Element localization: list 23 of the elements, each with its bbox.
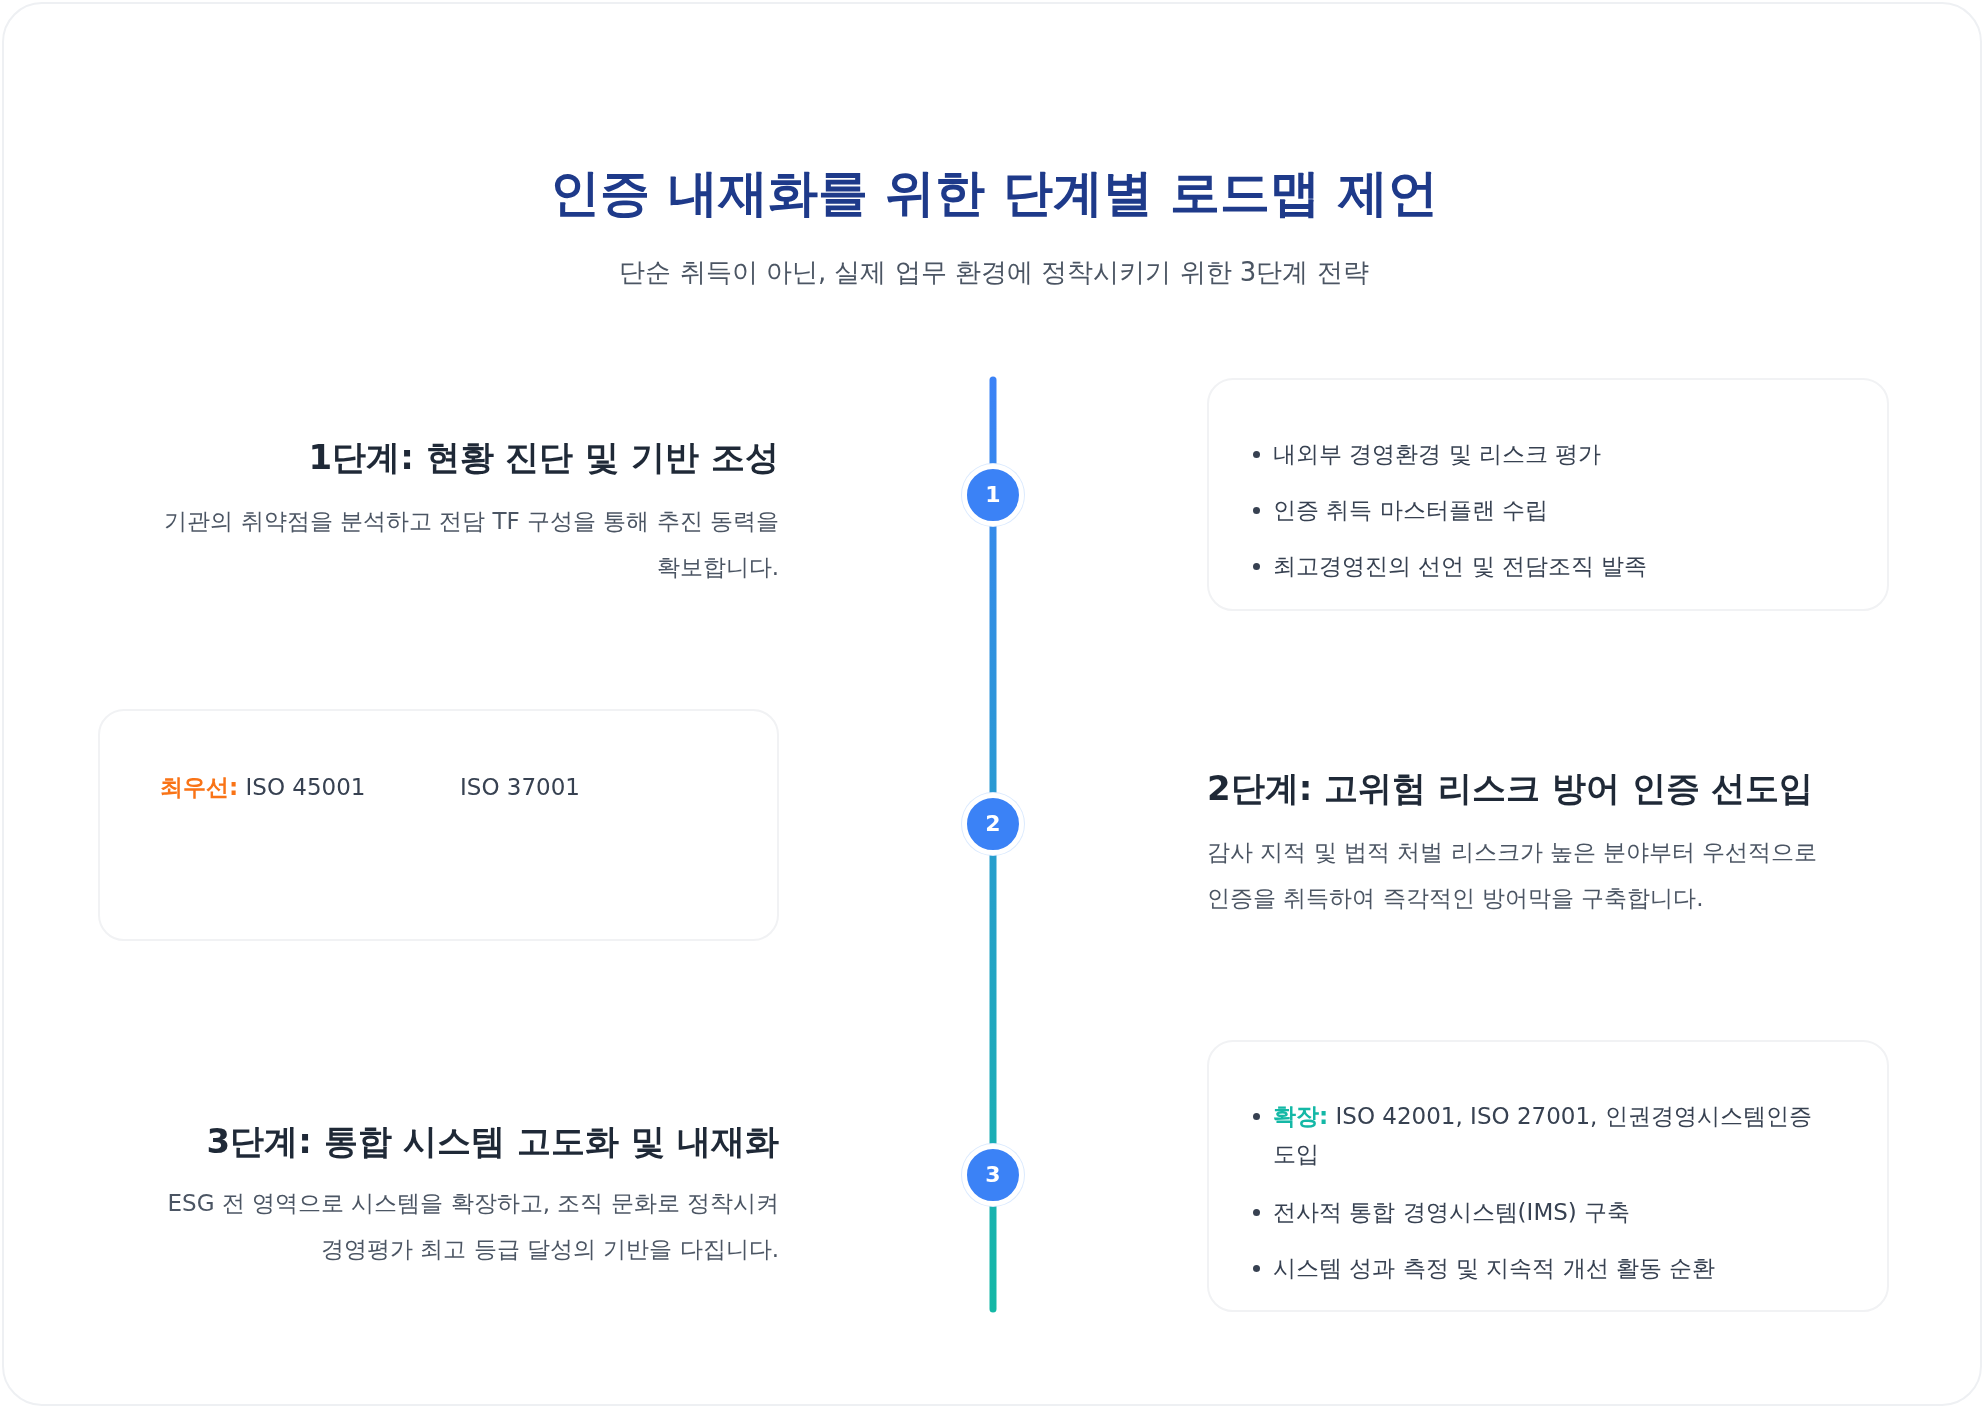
bullet-item: 인증 취득 마스터플랜 수립 — [1273, 496, 1549, 525]
bullet-item: 시스템 성과 측정 및 지속적 개선 활동 순환 — [1273, 1254, 1717, 1283]
stage-description: 감사 지적 및 법적 처벌 리스크가 높은 분야부터 우선적으로 인증을 취득하여 즉각적인 방어막을 구축합니다. — [1207, 838, 1819, 913]
step-circle: 1 — [962, 464, 1024, 526]
standard-text: ISO 37001 — [460, 773, 580, 802]
stage-description: ESG 전 영역으로 시스템을 확장하고, 조직 문화로 정착시켜 경영평가 최고 등급 달성의 기반을 다집니다. — [166, 1189, 779, 1264]
stage-heading: 2단계: 고위험 리스크 방어 인증 선도입 — [1207, 767, 1815, 810]
bullet-item: 확장: ISO 42001, ISO 27001, 인권경영시스템인증 도입 — [1273, 1102, 1813, 1169]
timeline-line — [989, 855, 997, 1144]
step-circle: 2 — [962, 793, 1024, 855]
bullet-item: 전사적 통합 경영시스템(IMS) 구축 — [1273, 1198, 1632, 1227]
standard-text: 최우선: ISO 45001 — [160, 773, 366, 802]
title: 인증 내재화를 위한 단계별 로드맵 제언 — [549, 163, 1439, 224]
info-card — [1207, 378, 1889, 611]
stage-heading: 1단계: 현황 진단 및 기반 조성 — [307, 436, 779, 479]
step-circle: 3 — [962, 1144, 1024, 1206]
subtitle: 단순 취득이 아닌, 실제 업무 환경에 정착시키기 위한 3단계 전략 — [618, 256, 1370, 289]
info-card — [1207, 1040, 1889, 1312]
stage-description: 기관의 취약점을 분석하고 전담 TF 구성을 통해 추진 동력을 확보합니다. — [163, 507, 779, 582]
stage-heading: 3단계: 통합 시스템 고도화 및 내재화 — [205, 1120, 779, 1163]
bullet-item: 내외부 경영환경 및 리스크 평가 — [1273, 440, 1603, 469]
bullet-item: 최고경영진의 선언 및 전담조직 발족 — [1273, 552, 1649, 581]
timeline-line — [989, 526, 997, 793]
